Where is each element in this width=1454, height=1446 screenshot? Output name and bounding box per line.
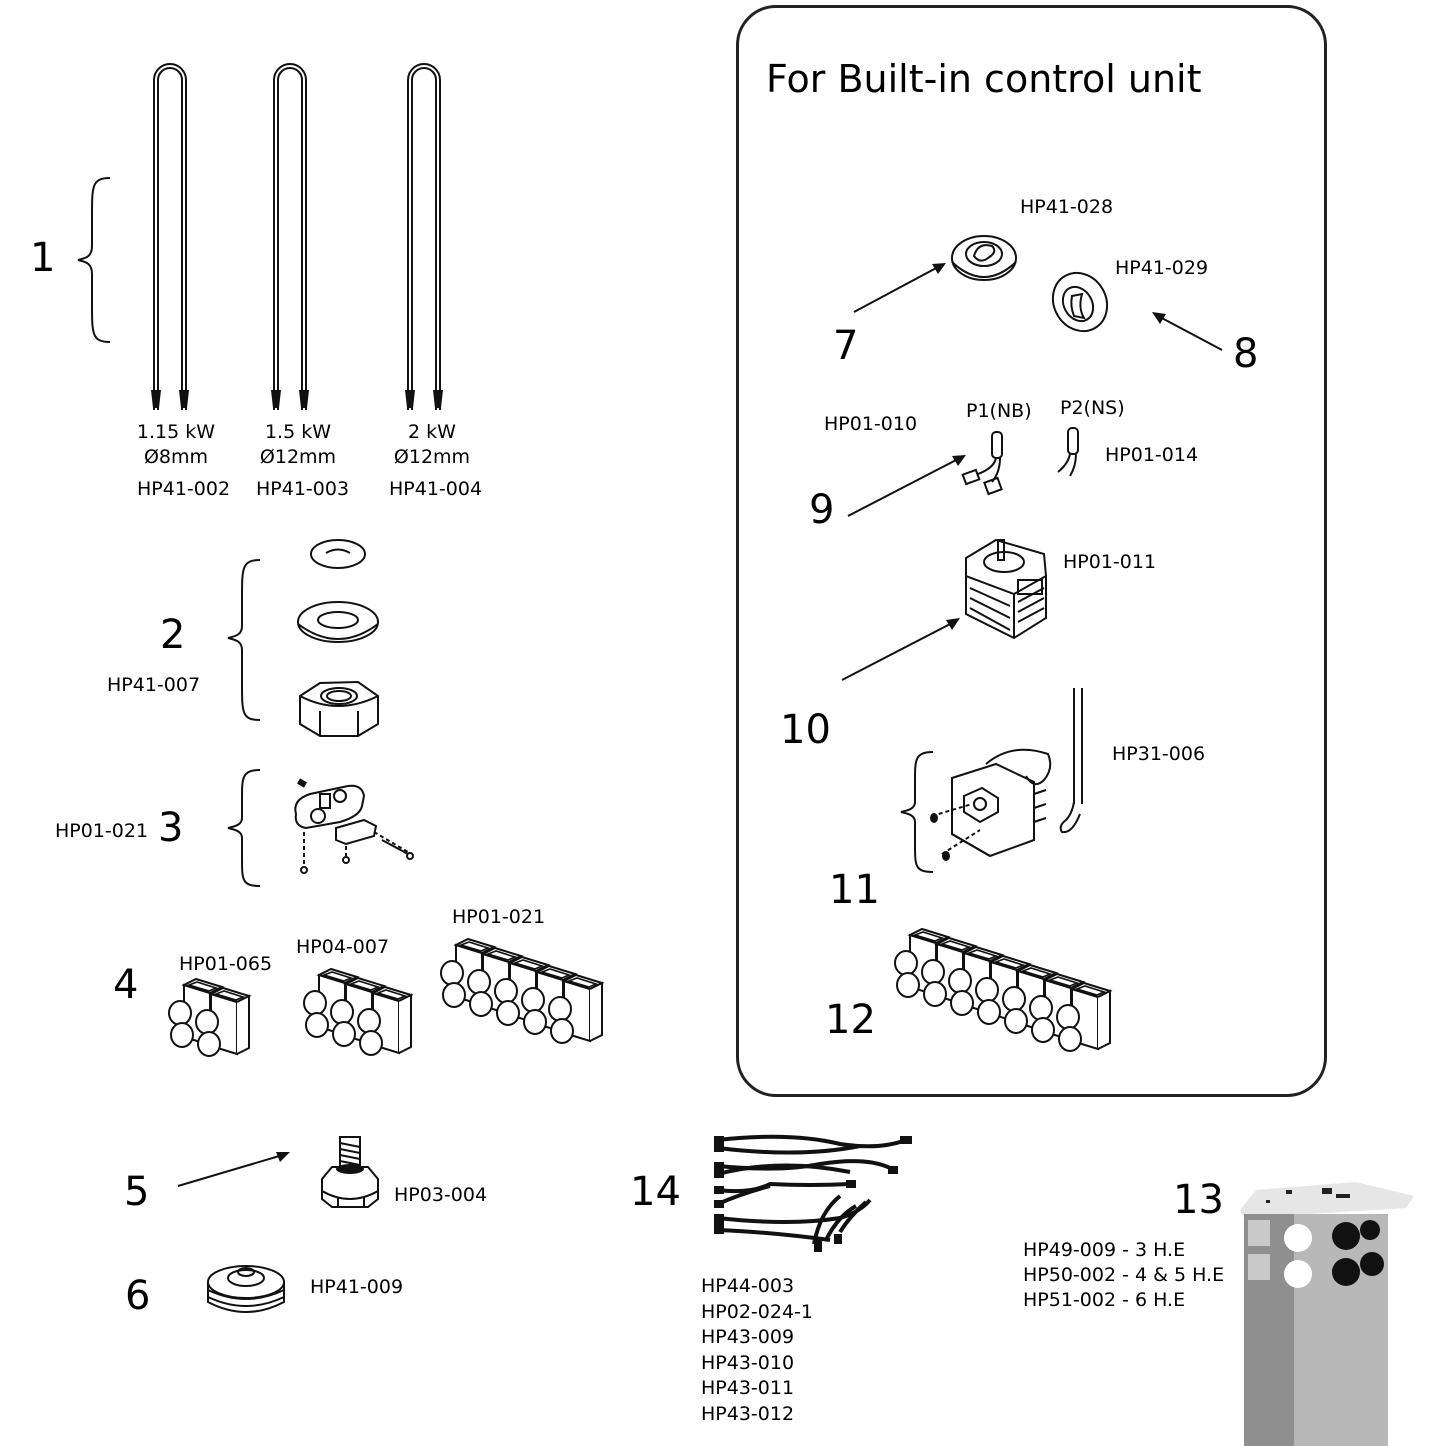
knob-icon: [1051, 271, 1109, 333]
diameter: Ø8mm: [143, 446, 209, 468]
power-rating: 1.5 kW: [264, 421, 332, 443]
part-code: HP49-009 - 3 H.E: [1023, 1239, 1186, 1261]
part-number-5: 5: [124, 1169, 150, 1215]
terminal-block-icon: [440, 937, 605, 1044]
part-code: HP01-021: [452, 906, 546, 928]
part-number-6: 6: [125, 1273, 151, 1319]
part-number-1: 1: [30, 235, 56, 281]
part-code: HP51-002 - 6 H.E: [1023, 1289, 1186, 1311]
wiring-harness-icon: [714, 1134, 912, 1252]
terminal-block-icon: [303, 967, 414, 1056]
thermostat-icon: [930, 688, 1083, 861]
element-housing-icon: [1240, 1182, 1414, 1446]
diameter: Ø12mm: [259, 446, 337, 468]
knob-icon: [951, 235, 1017, 281]
control-unit-panel: [736, 5, 1327, 1097]
part-code: HP43-011: [701, 1377, 795, 1399]
part-number-7: 7: [833, 323, 859, 369]
part-code: HP41-002: [137, 478, 231, 500]
power-rating: 2 kW: [408, 421, 456, 443]
part-code: HP01-014: [1105, 444, 1199, 466]
part-number-9: 9: [809, 487, 835, 533]
arrow-icon: [853, 263, 946, 313]
terminal-cell: [195, 986, 252, 1057]
part-number-10: 10: [780, 707, 831, 753]
part-code: HP50-002 - 4 & 5 H.E: [1023, 1264, 1225, 1286]
part-code: HP02-024-1: [701, 1300, 813, 1323]
terminal-block-side: [589, 981, 603, 1042]
part-number-13: 13: [1173, 1177, 1224, 1223]
terminal-block-side: [236, 994, 250, 1055]
part-code: HP41-003: [256, 478, 350, 500]
part-code: HP41-029: [1115, 257, 1209, 279]
lamp-label: P1(NB): [966, 400, 1032, 422]
brace-icon: [227, 769, 261, 887]
part-code: HP04-007: [296, 936, 390, 958]
clamp-bracket-icon: [294, 778, 414, 874]
part-code: HP01-011: [1063, 551, 1157, 573]
arrow-icon: [177, 1152, 290, 1187]
part-code: HP01-065: [179, 953, 273, 975]
part-code: HP31-006: [1112, 743, 1206, 765]
element-spec: 2 kW Ø12mm: [382, 420, 482, 470]
indicator-lamp-icon: [1057, 427, 1079, 477]
arrow-icon: [1152, 312, 1223, 351]
part-code: HP03-004: [394, 1184, 488, 1206]
terminal-cell: [1056, 981, 1113, 1052]
part-code: HP43-012: [701, 1402, 795, 1425]
part-code: HP01-010: [824, 413, 918, 435]
part-number-4: 4: [113, 962, 139, 1008]
part-number-14: 14: [630, 1169, 681, 1215]
part-code: HP44-003: [701, 1275, 795, 1297]
part-code: HP41-004: [389, 478, 483, 500]
part-code-list: HP49-009 - 3 H.E HP50-002 - 4 & 5 H.E HP…: [1023, 1238, 1224, 1313]
brace-icon: [227, 559, 261, 721]
terminal-block-side: [398, 993, 412, 1054]
part-number-11: 11: [829, 867, 880, 913]
part-number-12: 12: [825, 997, 876, 1043]
part-code: HP43-009: [701, 1326, 795, 1348]
part-number-3: 3: [158, 805, 184, 851]
part-code: HP41-028: [1020, 196, 1114, 218]
panel-title: For Built-in control unit: [766, 57, 1202, 101]
indicator-lamp-icon: [961, 431, 1003, 496]
terminal-block-icon: [168, 977, 252, 1057]
diameter: Ø12mm: [393, 446, 471, 468]
power-rating: 1.15 kW: [136, 421, 216, 443]
part-code: HP01-021: [55, 820, 149, 842]
part-number-2: 2: [160, 612, 186, 658]
terminal-block-side: [1097, 989, 1111, 1050]
heating-element-icon: [151, 63, 443, 410]
adjustable-foot-icon: [321, 1136, 379, 1208]
part-code: HP41-009: [310, 1276, 404, 1298]
part-code: HP41-007: [107, 674, 201, 696]
terminal-cell: [357, 985, 414, 1056]
arrow-icon: [841, 618, 960, 681]
timer-switch-icon: [965, 538, 1048, 640]
rubber-foot-icon: [207, 1265, 285, 1313]
terminal-block-icon: [894, 927, 1113, 1052]
part-number-8: 8: [1233, 331, 1259, 377]
lamp-label: P2(NS): [1060, 397, 1125, 419]
brace-icon: [900, 751, 934, 873]
brace-icon: [77, 177, 111, 343]
element-spec: 1.5 kW Ø12mm: [248, 420, 348, 470]
nut-washer-set-icon: [297, 539, 379, 737]
part-code: HP43-010: [701, 1351, 795, 1374]
element-spec: 1.15 kW Ø8mm: [128, 420, 224, 470]
part-code-list: HP44-003 HP02-024-1 HP43-009 HP43-010 HP…: [701, 1274, 813, 1427]
arrow-icon: [847, 455, 966, 517]
